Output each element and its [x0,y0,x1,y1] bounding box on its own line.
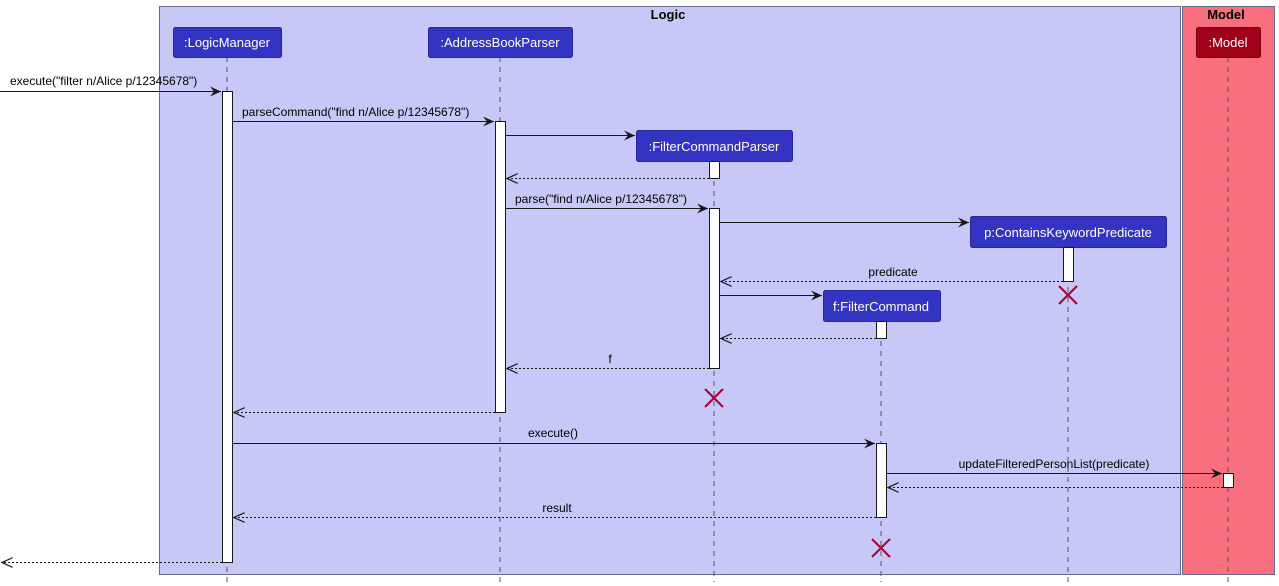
participant-label: :Model [1208,35,1247,50]
destroy-filter-command-icon [871,538,891,558]
participant-filter-command: f:FilterCommand [823,290,941,322]
participant-model: :Model [1196,27,1261,58]
participant-filter-command-parser: :FilterCommandParser [636,130,793,162]
activation-filter-command-parser-1 [709,161,720,179]
participant-label: :FilterCommandParser [649,139,780,154]
participant-predicate: p:ContainsKeywordPredicate [970,216,1167,248]
activation-filter-command-2 [876,443,887,518]
activation-address-book-parser [495,121,506,413]
destroy-predicate-icon [1058,285,1078,305]
message-label-f: f [608,352,612,366]
logic-group-box [159,6,1181,575]
message-label-parse: parse("find n/Alice p/12345678") [515,192,687,206]
participant-logic-manager: :LogicManager [173,27,282,58]
activation-filter-command-parser-2 [709,208,720,369]
destroy-filter-command-parser-icon [704,388,724,408]
activation-model [1223,473,1234,488]
participant-label: :AddressBookParser [440,35,560,50]
activation-logic-manager [222,91,233,563]
message-label-update-list: updateFilteredPersonList(predicate) [959,457,1150,471]
participant-label: p:ContainsKeywordPredicate [984,225,1152,240]
message-label-execute: execute() [528,426,578,440]
message-label-predicate: predicate [868,265,918,279]
message-label-execute-in: execute("filter n/Alice p/12345678") [10,74,197,88]
activation-predicate [1063,247,1074,282]
participant-label: f:FilterCommand [833,299,929,314]
participant-address-book-parser: :AddressBookParser [428,27,573,58]
logic-group-title: Logic [651,7,686,22]
message-label-parse-command: parseCommand("find n/Alice p/12345678") [242,105,469,119]
activation-filter-command-1 [876,321,887,339]
model-group-title: Model [1207,7,1245,22]
participant-label: :LogicManager [184,35,271,50]
message-label-result: result [542,501,572,515]
